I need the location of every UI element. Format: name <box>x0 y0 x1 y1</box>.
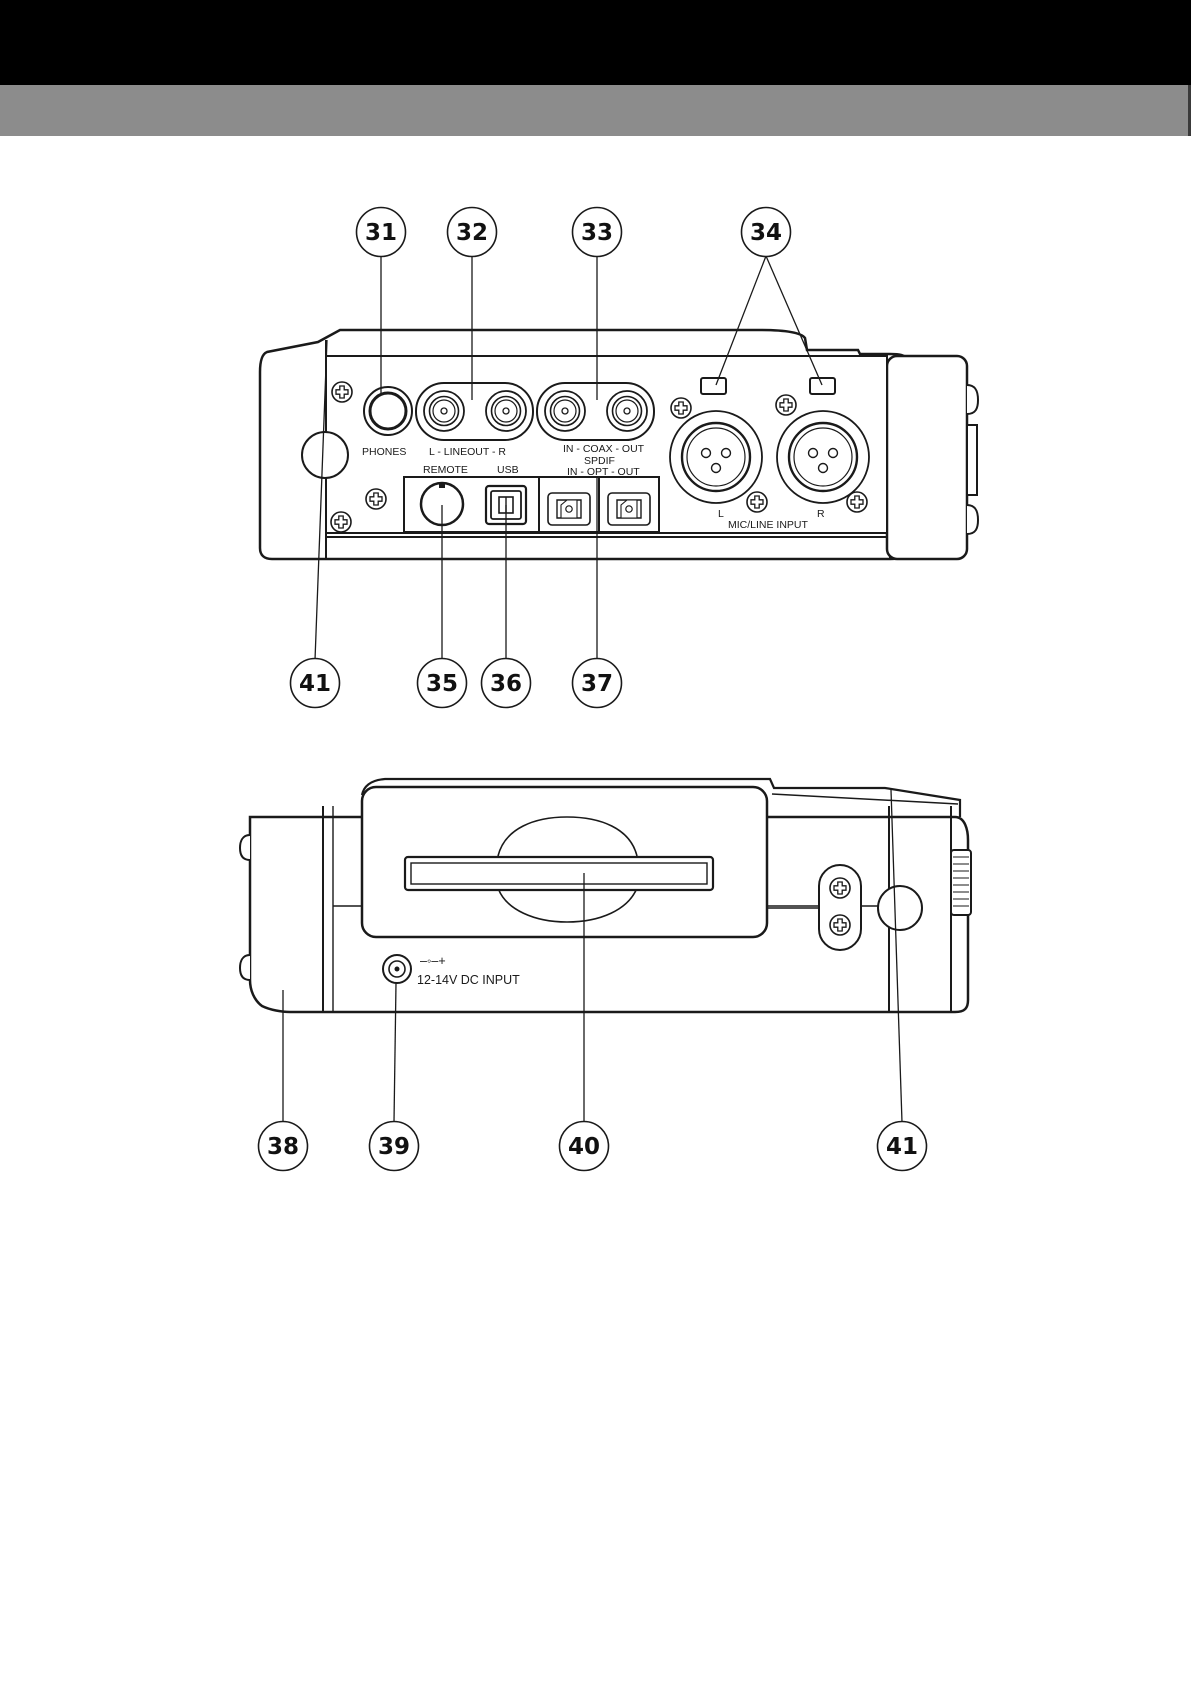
callout-39: 39 <box>370 1122 419 1171</box>
screw-icon <box>671 398 691 418</box>
callout-36: 36 <box>482 659 531 708</box>
callout-35: 35 <box>418 659 467 708</box>
callout-41-side: 41 <box>878 1122 927 1171</box>
callout-40: 40 <box>560 1122 609 1171</box>
side-panel: –◦–+ 12-14V DC INPUT <box>240 779 971 1122</box>
dc-input-jack <box>383 955 411 983</box>
rear-hole-41 <box>302 432 348 478</box>
usb-label: USB <box>497 464 519 476</box>
svg-text:34: 34 <box>750 220 782 246</box>
lineout-label: L - LINEOUT - R <box>429 446 506 458</box>
svg-text:31: 31 <box>365 220 397 246</box>
rear-right-cap-band <box>967 425 977 495</box>
coax-out-jack <box>607 391 647 431</box>
dc-input-label: 12-14V DC INPUT <box>417 973 520 987</box>
svg-text:40: 40 <box>568 1134 600 1160</box>
xlr-right-jack <box>777 411 869 503</box>
rear-right-cap-knob-2 <box>967 505 978 534</box>
side-right-dial <box>951 850 971 915</box>
screw-icon <box>830 878 850 898</box>
optical-in-port <box>548 493 590 525</box>
callout-32: 32 <box>448 208 497 257</box>
callout-38: 38 <box>259 1122 308 1171</box>
screw-icon <box>776 395 796 415</box>
svg-text:33: 33 <box>581 220 613 246</box>
lineout-right-jack <box>486 391 526 431</box>
callout-34: 34 <box>742 208 791 257</box>
svg-text:37: 37 <box>581 671 613 697</box>
screw-icon <box>366 489 386 509</box>
svg-text:35: 35 <box>426 671 458 697</box>
phones-label: PHONES <box>362 446 406 458</box>
xlr-left-jack <box>670 411 762 503</box>
phones-jack <box>364 387 412 435</box>
svg-text:38: 38 <box>267 1134 299 1160</box>
screw-icon <box>332 382 352 402</box>
callout-37: 37 <box>573 659 622 708</box>
svg-text:36: 36 <box>490 671 522 697</box>
xlr-right-latch <box>810 378 835 394</box>
screw-icon <box>830 915 850 935</box>
coax-in-jack <box>545 391 585 431</box>
mic-left-label: L <box>718 508 724 520</box>
coax-label: IN - COAX - OUT <box>563 443 645 455</box>
dc-polarity-label: –◦–+ <box>420 954 446 968</box>
side-left-knob <box>240 835 250 860</box>
mic-right-label: R <box>817 508 825 520</box>
rear-right-cap <box>887 356 967 559</box>
callout-33: 33 <box>573 208 622 257</box>
lineout-left-jack <box>424 391 464 431</box>
side-left-knob-2 <box>240 955 250 980</box>
optical-out-port <box>608 493 650 525</box>
svg-text:41: 41 <box>299 671 331 697</box>
mic-line-input-label: MIC/LINE INPUT <box>728 519 809 531</box>
xlr-left-latch <box>701 378 726 394</box>
side-hole-41 <box>878 886 922 930</box>
rear-right-cap-knob <box>967 385 978 414</box>
svg-text:41: 41 <box>886 1134 918 1160</box>
svg-text:39: 39 <box>378 1134 410 1160</box>
card-slot-inner <box>411 863 707 884</box>
callout-31: 31 <box>357 208 406 257</box>
remote-label: REMOTE <box>423 464 468 476</box>
screw-icon <box>331 512 351 532</box>
screw-icon <box>747 492 767 512</box>
callout-41-rear: 41 <box>291 659 340 708</box>
svg-text:32: 32 <box>456 220 488 246</box>
rear-panel: PHONES L - LINEOUT - R IN - COAX - OUT S… <box>260 256 978 660</box>
